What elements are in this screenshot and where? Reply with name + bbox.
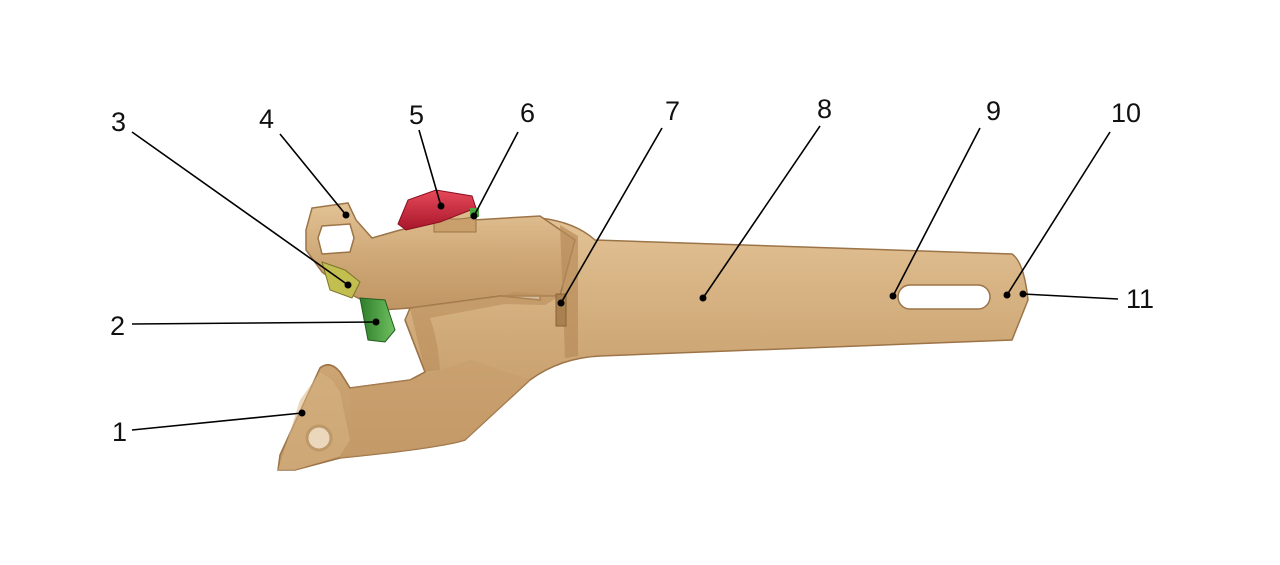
hook-cutout <box>319 319 426 389</box>
callout-label-11: 11 <box>1126 284 1154 314</box>
callout-label-7: 7 <box>665 96 680 126</box>
leader-9 <box>892 127 981 297</box>
leader-8 <box>702 125 821 299</box>
dot-6 <box>470 212 478 220</box>
dot-3 <box>344 281 352 289</box>
callout-label-2: 2 <box>110 311 125 341</box>
callout-labels: 1 2 3 4 5 6 7 8 9 10 11 <box>110 94 1154 447</box>
dot-1 <box>298 409 306 417</box>
leader-6 <box>473 131 519 217</box>
dot-4 <box>342 211 350 219</box>
pivot-tip <box>278 372 350 470</box>
callout-label-9: 9 <box>986 96 1001 126</box>
callout-label-8: 8 <box>817 94 832 124</box>
dot-9 <box>889 292 897 300</box>
red-knob <box>397 189 477 231</box>
leader-11 <box>1022 293 1119 300</box>
callout-label-3: 3 <box>111 107 126 137</box>
leader-10 <box>1006 131 1111 296</box>
callout-label-10: 10 <box>1111 98 1141 128</box>
callout-label-6: 6 <box>520 98 535 128</box>
leader-5 <box>418 129 442 207</box>
lower-bevel <box>340 360 530 458</box>
adjustment-slot <box>897 284 991 310</box>
dot-8 <box>699 294 707 302</box>
head-slot <box>317 223 355 255</box>
leader-3 <box>131 131 349 286</box>
fold-notch <box>555 293 567 327</box>
callout-label-4: 4 <box>259 104 274 134</box>
leader-7 <box>560 127 663 304</box>
dot-11 <box>1019 290 1027 298</box>
leader-1 <box>131 412 303 431</box>
leader-lines <box>131 125 1119 431</box>
dot-10 <box>1003 291 1011 299</box>
leader-4 <box>279 133 347 216</box>
callout-label-5: 5 <box>409 100 424 130</box>
jaw-edge <box>410 292 560 372</box>
dot-7 <box>557 299 565 307</box>
leader-2 <box>131 321 377 325</box>
callout-label-1: 1 <box>112 417 127 447</box>
dot-5 <box>437 202 445 210</box>
green-tab <box>470 208 479 217</box>
dot-2 <box>372 318 380 326</box>
